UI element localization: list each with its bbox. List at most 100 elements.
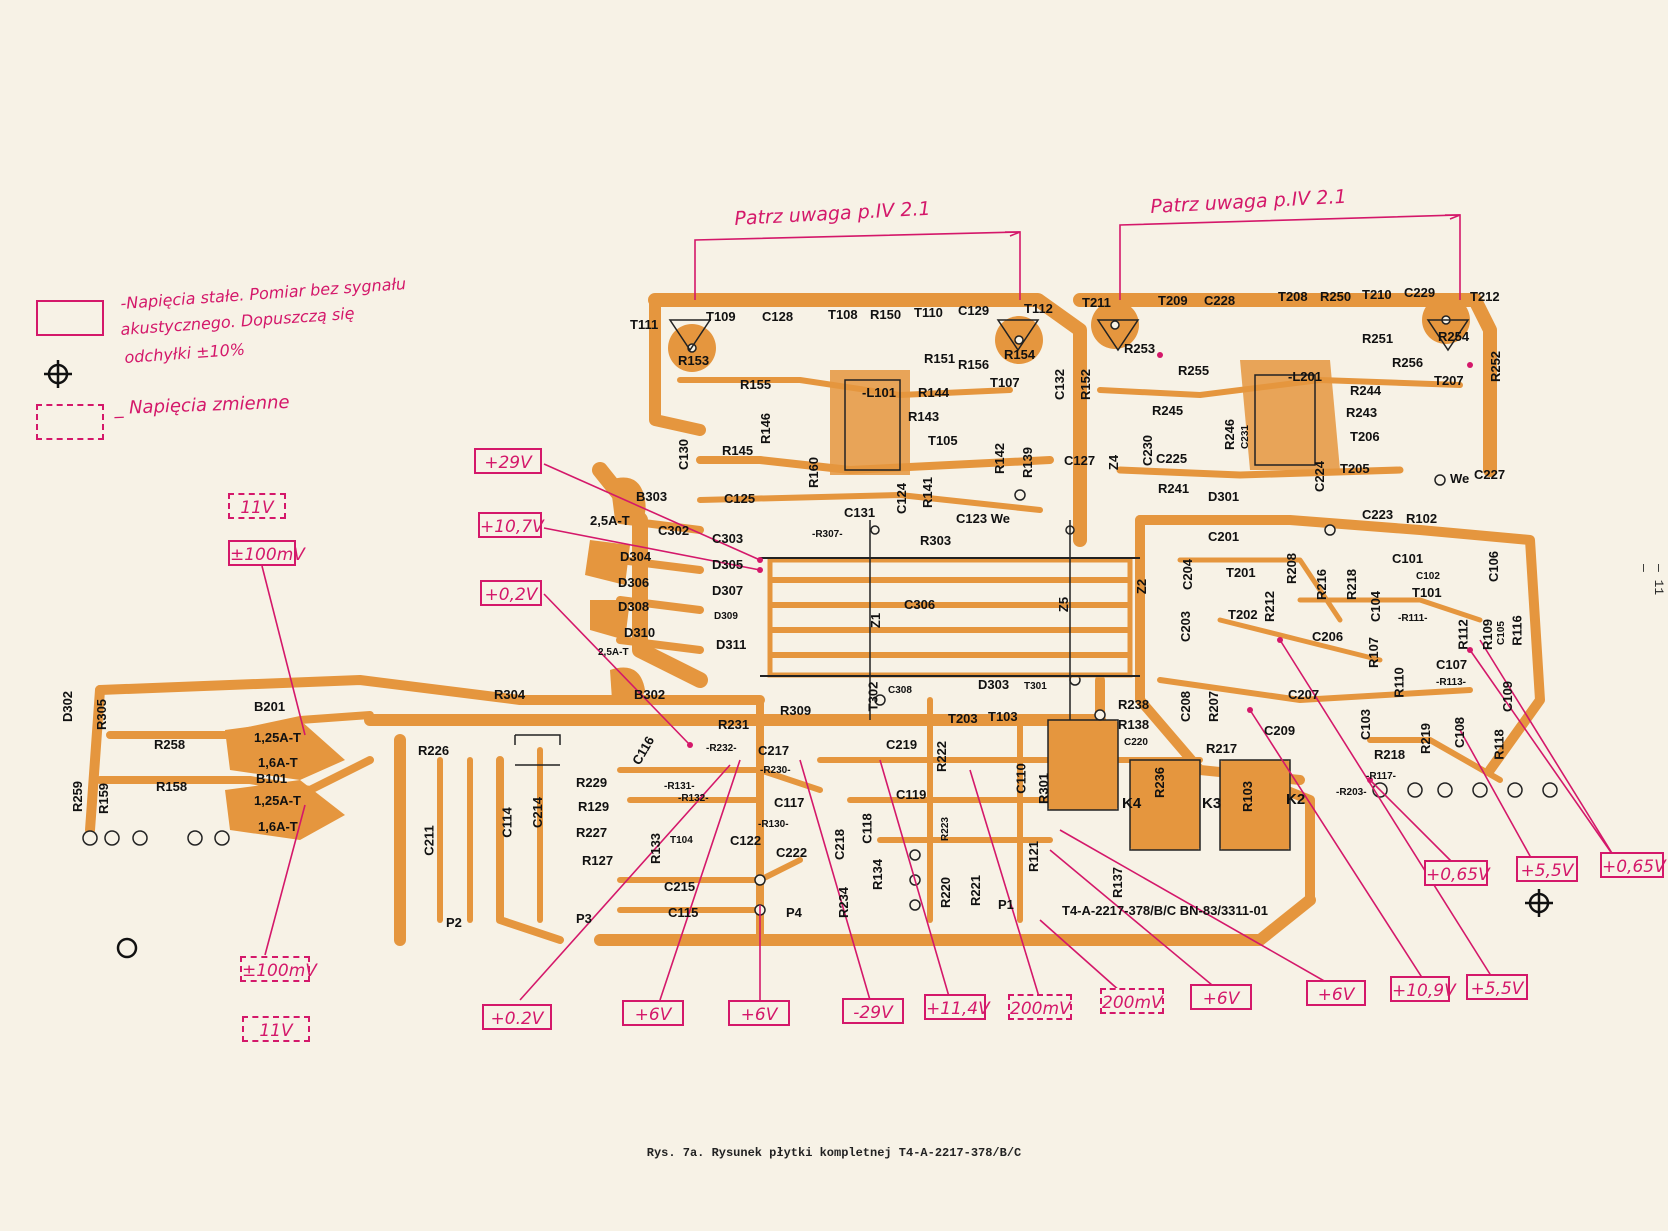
page-number: — 11 — — [1636, 564, 1666, 596]
label-k2: K2 — [1286, 791, 1306, 808]
label-c118: C118 — [859, 813, 875, 844]
label-c230: C230 — [1140, 434, 1156, 467]
label-r143: R143 — [908, 409, 940, 424]
label-r156: R156 — [958, 357, 990, 372]
label-r133: R133 — [648, 832, 664, 865]
label-r230: -R230- — [760, 765, 791, 776]
label-r305: R305 — [94, 698, 110, 731]
label-r309: R309 — [780, 703, 812, 718]
label-fuse-2-5a-b: 2,5A-T — [598, 647, 629, 658]
c306-body — [760, 520, 1140, 720]
label-c223: C223 — [1362, 507, 1394, 522]
label-r139: R139 — [1020, 446, 1036, 479]
label-r116: R116 — [1509, 615, 1525, 646]
label-c109: C109 — [1500, 680, 1516, 713]
label-r243: R243 — [1346, 405, 1378, 420]
label-r107: R107 — [1366, 636, 1382, 669]
voltage-6v-a: +6V — [622, 1000, 684, 1026]
label-t301: T301 — [1024, 681, 1047, 692]
annotation-leaders — [261, 214, 1616, 1001]
label-r102: R102 — [1406, 511, 1438, 526]
label-c229: C229 — [1404, 285, 1436, 300]
label-b302: B302 — [634, 687, 666, 702]
label-p1: P1 — [998, 897, 1014, 912]
label-r127: R127 — [582, 853, 614, 868]
silkscreen — [514, 319, 1470, 851]
label-fuse-1-6a-b: 1,6A-T — [258, 819, 298, 834]
label-b101: B101 — [256, 771, 288, 786]
label-t110: T110 — [914, 305, 943, 320]
voltage-11v-bottom: 11V — [242, 1016, 310, 1042]
label-c114: C114 — [499, 807, 515, 838]
voltage-0-65v-a: +0,65V — [1424, 860, 1490, 886]
label-t201: T201 — [1226, 565, 1256, 580]
label-r113: -R113- — [1436, 677, 1467, 688]
label-r151: R151 — [924, 351, 956, 366]
label-c131: C131 — [844, 505, 876, 520]
legend-ac-box — [36, 404, 104, 440]
label-c214: C214 — [530, 796, 546, 829]
label-r241: R241 — [1158, 481, 1190, 496]
label-t111: T111 — [630, 317, 659, 332]
label-b201: B201 — [254, 699, 286, 714]
label-r238: R238 — [1118, 697, 1150, 712]
label-r131: -R131- — [664, 781, 695, 792]
label-r216: R216 — [1314, 568, 1330, 601]
label-r110: R110 — [1391, 667, 1407, 698]
label-r153: R153 — [678, 353, 710, 368]
label-c303: C303 — [712, 531, 744, 546]
label-p4: P4 — [786, 905, 802, 920]
voltage-6v-c: +6V — [1190, 984, 1252, 1010]
label-t103: T103 — [988, 709, 1018, 724]
label-c119: C119 — [896, 787, 927, 802]
label-r118: R118 — [1491, 729, 1507, 760]
label-c122: C122 — [730, 833, 762, 848]
label-r121: R121 — [1026, 840, 1042, 873]
label-r109: R109 — [1480, 618, 1496, 651]
label-c130: C130 — [676, 438, 692, 471]
label-r258: R258 — [154, 737, 186, 752]
label-board-marking: T4-A-2217-378/B/C BN-83/3311-01 — [1062, 903, 1268, 918]
label-r218-top: R218 — [1344, 568, 1360, 601]
label-c123: C123 We — [956, 511, 1010, 526]
label-d301: D301 — [1208, 489, 1240, 504]
label-r111: -R111- — [1398, 613, 1428, 624]
label-z1: Z1 — [868, 612, 884, 629]
label-d311: D311 — [716, 637, 747, 652]
label-r150: R150 — [870, 307, 902, 322]
voltage-6v-b: +6V — [728, 1000, 790, 1026]
label-c115: C115 — [668, 905, 699, 920]
label-t302: T302 — [865, 681, 881, 712]
label-r245: R245 — [1152, 403, 1184, 418]
label-r303: R303 — [920, 533, 952, 548]
voltage-0-65v-b: +0,65V — [1600, 852, 1666, 878]
voltage-minus-29v: -29V — [842, 998, 904, 1024]
label-r130: -R130- — [758, 819, 789, 830]
label-t101: T101 — [1412, 585, 1442, 600]
label-c206: C206 — [1312, 629, 1344, 644]
label-r134: R134 — [870, 858, 886, 891]
label-c117: C117 — [774, 795, 805, 810]
label-l201: -L201 — [1288, 369, 1322, 384]
voltage-6v-d: +6V — [1306, 980, 1366, 1006]
label-r203: -R203- — [1336, 787, 1367, 798]
label-c203: C203 — [1178, 610, 1194, 643]
label-r144: R144 — [918, 385, 950, 400]
label-r117: -R117- — [1366, 771, 1397, 782]
voltage-10-9v: +10,9V — [1390, 976, 1456, 1002]
voltage-11-4v: +11,4V — [924, 994, 990, 1020]
label-c227: C227 — [1474, 467, 1506, 482]
label-r217: R217 — [1206, 741, 1238, 756]
voltage-29v: +29V — [474, 448, 542, 474]
label-k4: K4 — [1122, 795, 1142, 812]
label-t203: T203 — [948, 711, 978, 726]
label-d309: D309 — [714, 611, 738, 622]
label-r251: R251 — [1362, 331, 1394, 346]
label-c204: C204 — [1180, 558, 1196, 591]
label-r222: R222 — [934, 740, 950, 773]
label-r208: R208 — [1284, 552, 1300, 585]
label-d310: D310 — [624, 625, 656, 640]
label-c103: C103 — [1358, 708, 1374, 741]
label-p2: P2 — [446, 915, 462, 930]
label-l101: -L101 — [862, 385, 896, 400]
